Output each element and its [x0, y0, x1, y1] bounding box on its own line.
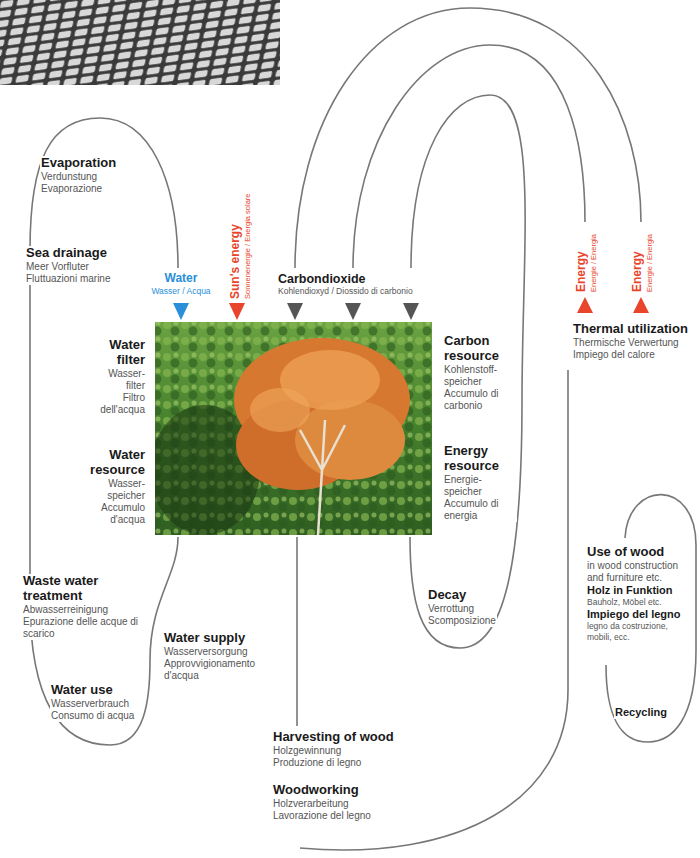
sub-label: Kohlendioxyd / Diossido di carbonio — [278, 286, 413, 297]
sub-label: Scomposizione — [428, 615, 496, 627]
wood-cycle-line — [300, 370, 568, 850]
energy-arrow — [577, 297, 593, 313]
sub-label: Approvvigionamento d'acqua — [164, 658, 264, 682]
heading-label: Decay — [428, 588, 496, 603]
label-group: Water filterWasser-filterFiltro dell'acq… — [84, 338, 146, 416]
label-group: WoodworkingHolzverarbeitungLavorazione d… — [272, 783, 372, 822]
label-group: Waste water treatmentAbwasserreinigungEp… — [22, 574, 149, 640]
energy-arrow — [633, 297, 649, 313]
label-group: Recycling — [614, 706, 668, 719]
sub-label: Thermische Verwertung — [573, 337, 688, 349]
co2-arrow — [345, 303, 361, 320]
heading-label: Thermal utilization — [573, 322, 688, 337]
label-group: EnergyEnergie / Energia — [575, 233, 598, 293]
heading-label: Water resource — [73, 448, 145, 478]
sub-label: Wasser-speicher — [95, 478, 145, 502]
co2-arrow — [287, 303, 303, 320]
sub-label: Meer Vorfluter — [26, 261, 110, 273]
heading-label: Carbon resource — [444, 334, 516, 364]
sub-label: Kohlenstoff-speicher — [444, 364, 509, 388]
water-arrow — [173, 303, 189, 320]
label-group: Harvesting of woodHolzgewinnungProduzion… — [272, 730, 395, 769]
label-group: CarbondioxideKohlendioxyd / Diossido di … — [277, 272, 414, 297]
label-group: Thermal utilizationThermische Verwertung… — [572, 322, 689, 361]
heading-label: Recycling — [615, 706, 667, 719]
heading-label: Water supply — [164, 631, 264, 646]
carbon-cycle-line — [353, 45, 585, 268]
heading-label: Impiego del legno — [587, 608, 687, 621]
sub-label: Abwasserreinigung — [23, 604, 148, 616]
label-group: Sea drainageMeer VorfluterFluttuazioni m… — [25, 246, 111, 285]
sub-label: Verrottung — [428, 603, 496, 615]
label-group: Sun's energySonnenenergie / Energia sola… — [229, 193, 252, 301]
label-group: Use of woodin wood construction and furn… — [586, 545, 688, 642]
label-group: Water useWasserverbrauchConsumo di acqua — [50, 683, 135, 722]
sub-label: Accumulo di energia — [444, 498, 504, 522]
tree-crown — [295, 400, 405, 480]
sub-label: Accumulo di carbonio — [444, 388, 499, 412]
sub-label: Holzverarbeitung — [273, 798, 371, 810]
tree-trunk — [300, 420, 345, 535]
sub-label: Wasser-filter — [100, 368, 145, 392]
sub-label: Verdunstung — [41, 171, 116, 183]
sub-label: Epurazione delle acque di scarico — [23, 616, 148, 640]
flow-label: Energy — [631, 234, 645, 292]
texture-image — [0, 0, 280, 85]
decay-cycle-line — [410, 95, 525, 648]
label-group: DecayVerrottungScomposizione — [427, 588, 497, 627]
water-cycle-line — [30, 118, 178, 745]
flow-label: Water — [151, 272, 210, 286]
flow-sublabel: Wasser / Acqua — [151, 286, 210, 296]
heading-label: Evaporation — [41, 156, 116, 171]
flow-sublabel: Energie / Energia — [589, 234, 598, 292]
sub-label: Consumo di acqua — [51, 710, 134, 722]
flow-sublabel: Sonnenenergie / Energia solare — [243, 194, 252, 300]
sub-label: Filtro dell'acqua — [93, 392, 145, 416]
sub-label: Produzione di legno — [273, 757, 394, 769]
carbon-cycle-line — [295, 8, 641, 268]
sub-label: Evaporazione — [41, 183, 116, 195]
heading-label: Water filter — [85, 338, 145, 368]
heading-label: Woodworking — [273, 783, 371, 798]
label-group: Water supplyWasserversorgungApprovvigion… — [163, 631, 265, 682]
sub-label: Wasserversorgung — [164, 646, 264, 658]
flow-label: Sun's energy — [229, 194, 243, 300]
heading-label: Energy resource — [444, 444, 516, 474]
heading-label: Use of wood — [587, 545, 687, 560]
sub-label: legno da costruzione, mobili, ecc. — [587, 621, 687, 642]
label-group: Water resourceWasser-speicherAccumulo d'… — [72, 448, 146, 526]
sub-label: Holzgewinnung — [273, 745, 394, 757]
heading-label: Holz in Funktion — [587, 584, 687, 597]
label-group: Energy resourceEnergie-speicherAccumulo … — [443, 444, 517, 522]
sub-label: Lavorazione del legno — [273, 810, 371, 822]
sub-label: Energie-speicher — [444, 474, 499, 498]
sub-label: Accumulo d'acqua — [90, 502, 145, 526]
forest-photo — [155, 322, 432, 535]
co2-arrow — [403, 303, 419, 320]
sub-label: Wasserverbrauch — [51, 698, 134, 710]
sub-label: Impiego del calore — [573, 349, 688, 361]
heading-label: Water use — [51, 683, 134, 698]
heading-label: Carbondioxide — [278, 272, 413, 286]
flow-label: Energy — [575, 234, 589, 292]
sub-label: in wood construction and furniture etc. — [587, 560, 687, 584]
harvest-line — [296, 537, 298, 726]
heading-label: Sea drainage — [26, 246, 110, 261]
heading-label: Harvesting of wood — [273, 730, 394, 745]
tree-highlight — [250, 388, 310, 432]
label-group: EvaporationVerdunstungEvaporazione — [40, 156, 117, 195]
sun-arrow — [229, 303, 245, 320]
cycle-lines — [30, 8, 696, 850]
heading-label: Waste water treatment — [23, 574, 143, 604]
label-group: Carbon resourceKohlenstoff-speicherAccum… — [443, 334, 517, 412]
label-group: EnergyEnergie / Energia — [631, 233, 654, 293]
sub-label: Bauholz, Möbel etc. — [587, 597, 687, 608]
flow-sublabel: Energie / Energia — [645, 234, 654, 292]
sub-label: Fluttuazioni marine — [26, 273, 110, 285]
label-group: WaterWasser / Acqua — [150, 272, 211, 296]
